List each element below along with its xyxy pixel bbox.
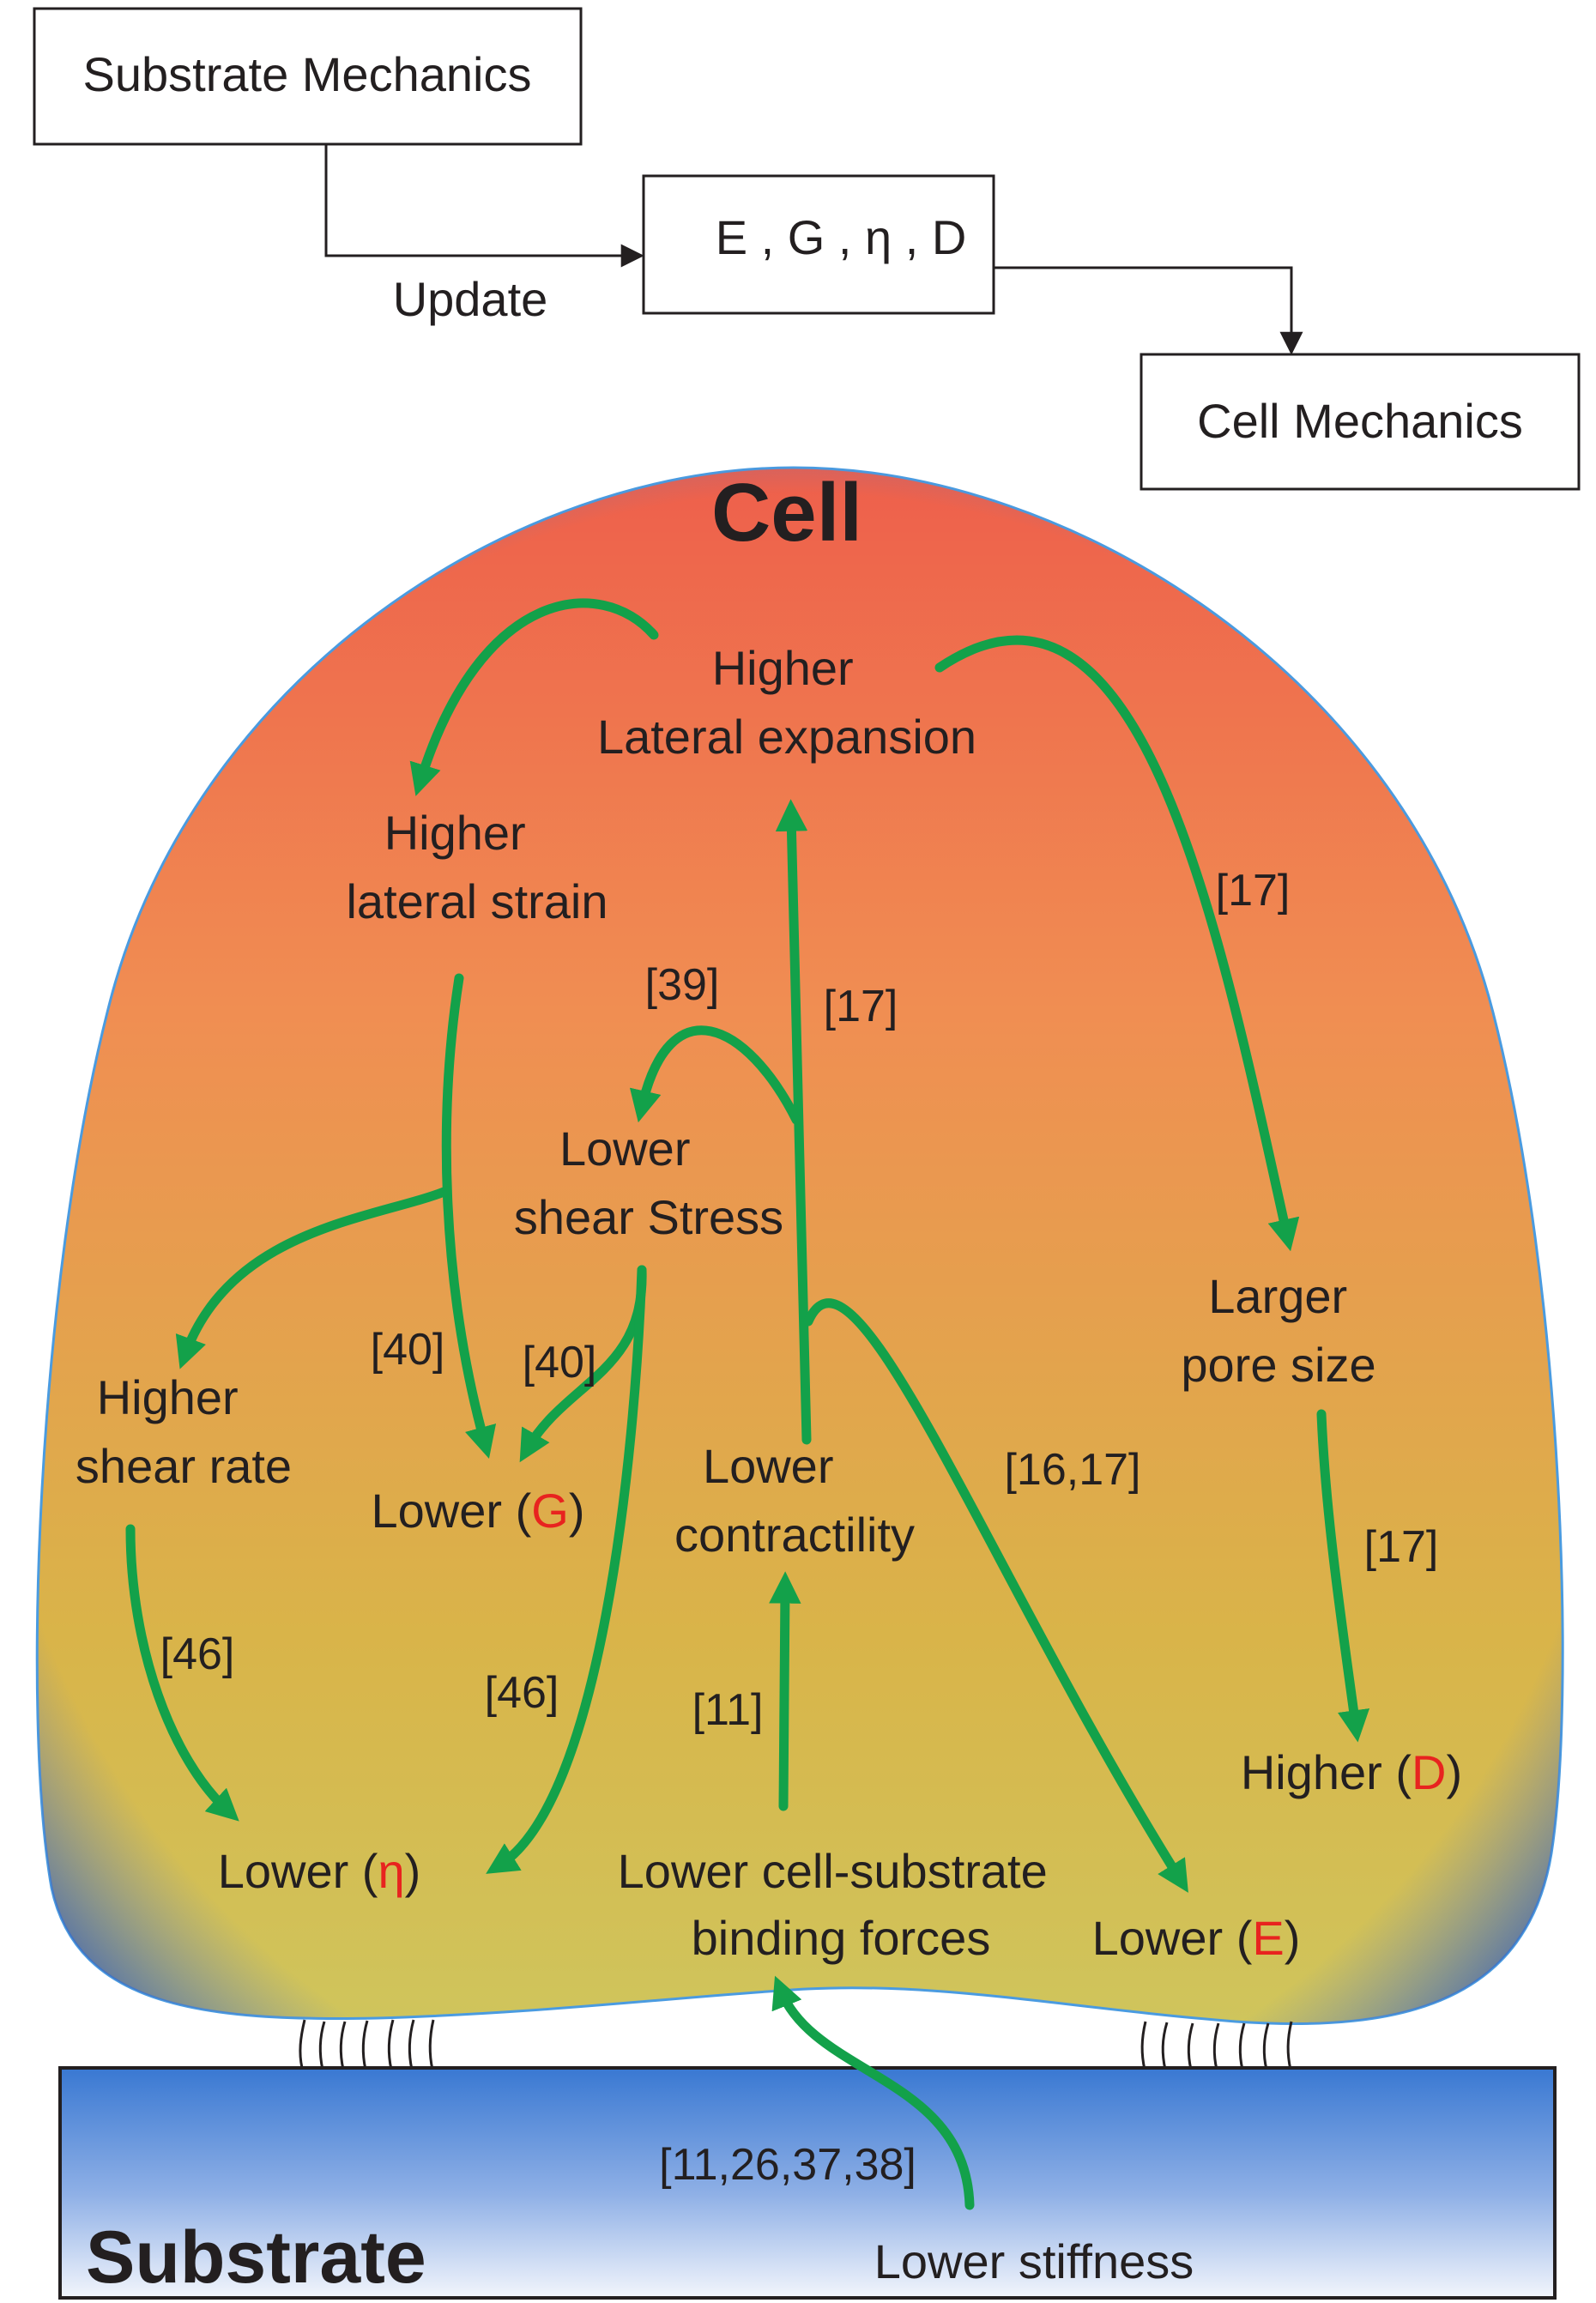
arrow-contractility-to-shear-stress [629,1025,801,1125]
node-contractility: Lower contractility [674,1439,915,1562]
symbol-eta: η [378,1844,404,1898]
node-lower-e: Lower (E) [1092,1911,1301,1965]
citation-46-left: [46] [160,1629,235,1679]
node-pore-size: Larger pore size [1181,1269,1375,1392]
citation-40-right: [40] [523,1338,597,1387]
citation-labels: [17] [39] [17] [40] [40] [16,17] [17] [4… [160,866,1439,2190]
arrow-shear-stress-to-eta [486,1265,647,1874]
arrow-stiffness-to-binding [771,1975,975,2210]
arrow-binding-to-contractility [769,1571,801,1811]
substrate-rect [58,2066,1557,2300]
node-binding-forces: Lower cell-substrate binding forces [618,1844,1061,1965]
citation-39: [39] [645,960,720,1010]
citation-17-pore: [17] [1364,1522,1439,1572]
citation-16-17: [16,17] [1004,1445,1140,1495]
substrate-block: Substrate Lower stiffness [58,2066,1557,2300]
citation-11: [11] [692,1685,764,1735]
citation-46-center: [46] [485,1668,559,1718]
node-shear-rate: Higher shear rate [76,1370,292,1493]
arrow-pore-to-d [1316,1409,1370,1743]
symbol-e: E [1252,1911,1284,1965]
arrow-contractility-to-expansion [775,799,812,1445]
citation-17-center: [17] [824,982,898,1031]
arrow-expansion-to-strain [409,598,659,796]
node-labels: Higher Lateral expansion Higher lateral … [76,641,1462,1965]
causal-arrows [125,598,1370,2210]
node-lower-g: Lower (G) [372,1484,585,1538]
cell-title: Cell [711,467,862,559]
citation-40-left: [40] [371,1325,445,1375]
symbol-g: G [531,1484,569,1538]
arrow-strain-to-shear-rate [175,1186,451,1369]
node-higher-d: Higher (D) [1241,1745,1462,1799]
substrate-mechanics-box [33,7,583,146]
update-label: Update [393,272,548,326]
params-to-cell-connector [994,266,1303,355]
params-label: E , G , η , D [716,210,967,264]
lower-stiffness-label: Lower stiffness [874,2234,1194,2288]
arrow-strain-to-g [441,973,497,1460]
cell-mechanics-box [1140,353,1581,491]
arrow-expansion-to-pore [934,635,1300,1252]
substrate-mechanics-label: Substrate Mechanics [83,47,532,101]
symbol-d: D [1412,1745,1446,1799]
citation-11-26-37-38: [11,26,37,38] [659,2140,916,2190]
flow-chart: Substrate Mechanics E , G , η , D Cell M… [33,7,1581,491]
params-box [642,174,995,315]
cell-mechanics-label: Cell Mechanics [1197,394,1523,448]
node-lateral-strain: Higher lateral strain [346,806,608,928]
adhesion-strands [299,2019,1293,2070]
arrow-shear-rate-to-eta [125,1524,239,1822]
node-lower-eta: Lower (η) [218,1844,421,1898]
update-connector [324,144,644,268]
node-lateral-expansion: Higher Lateral expansion [597,641,976,764]
arrow-contractility-to-e [803,1298,1188,1893]
substrate-title: Substrate [86,2216,426,2299]
node-shear-stress: Lower shear Stress [514,1121,783,1244]
citation-17-right: [17] [1216,866,1291,916]
